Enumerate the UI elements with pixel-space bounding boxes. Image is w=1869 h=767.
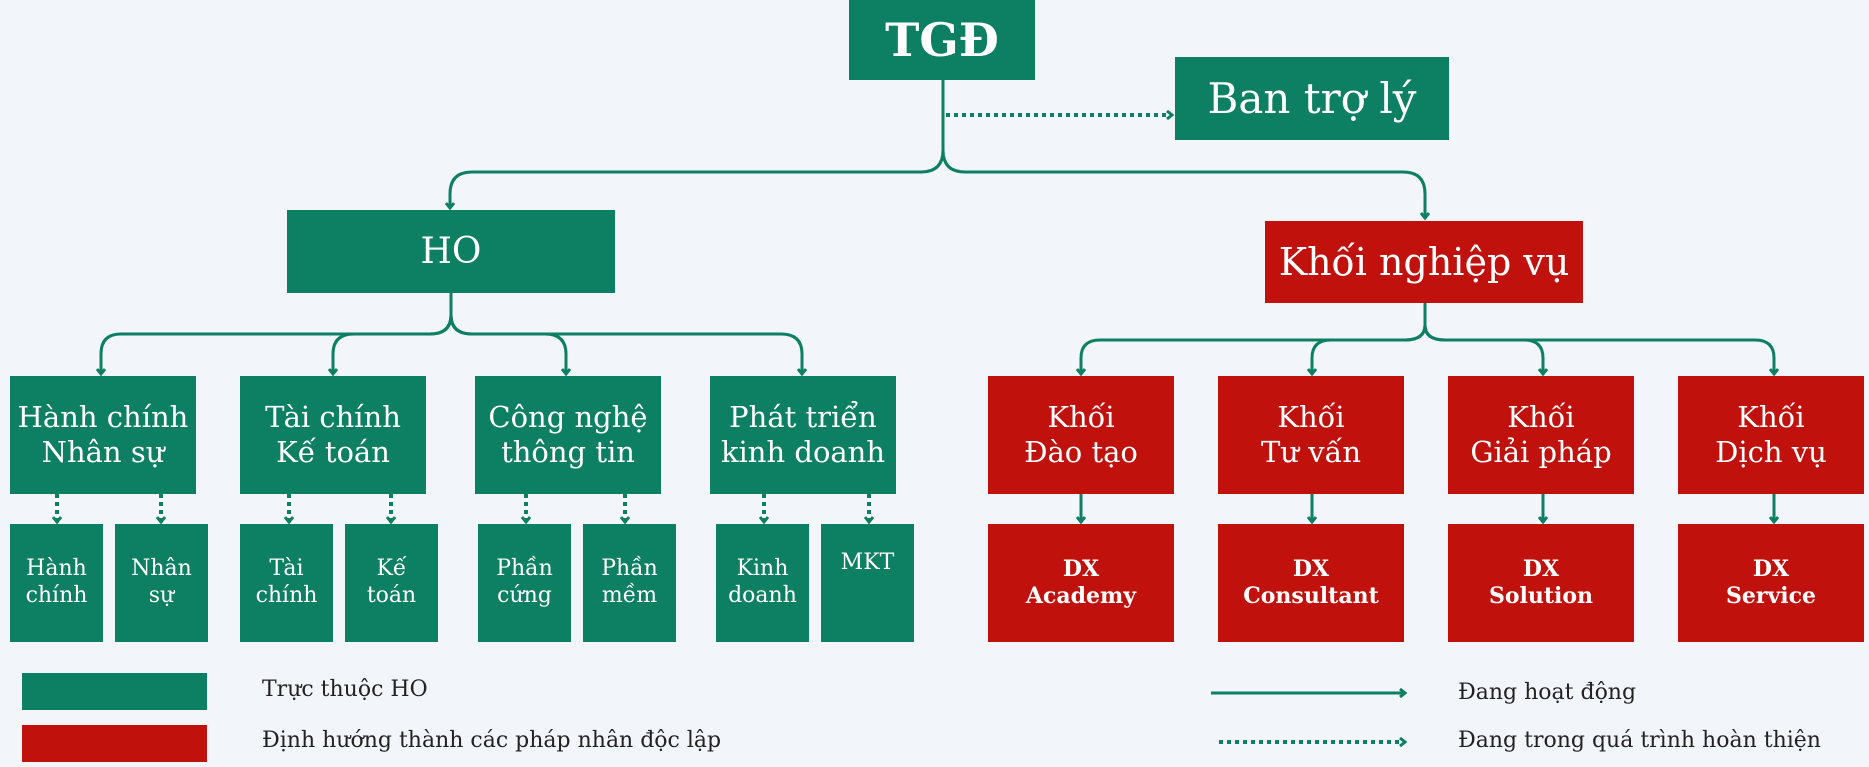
ho-branch-4 <box>449 314 802 374</box>
ho-node: HO <box>287 210 615 293</box>
ho-unit-admin-hr: Hành chính Nhân sự <box>10 376 196 494</box>
ho-sub-software: Phần mềm <box>583 524 676 642</box>
biz-unit-consulting: Khối Tư vấn <box>1218 376 1404 494</box>
dx-consultant: DX Consultant <box>1218 524 1404 642</box>
ho-unit-finance: Tài chính Kế toán <box>240 376 426 494</box>
biz-branch-4 <box>1423 324 1774 374</box>
ho-unit-bizdev: Phát triển kinh doanh <box>710 376 896 494</box>
legend-red-label: Định hướng thành các pháp nhân độc lập <box>262 728 722 753</box>
ho-sub-admin: Hành chính <box>10 524 103 642</box>
biz-unit-solution: Khối Giải pháp <box>1448 376 1634 494</box>
ho-sub-hardware: Phần cứng <box>478 524 571 642</box>
tgd-trunk-line <box>450 80 945 208</box>
ho-sub-sales: Kinh doanh <box>716 524 809 642</box>
dx-solution: DX Solution <box>1448 524 1634 642</box>
business-node: Khối nghiệp vụ <box>1265 221 1583 303</box>
legend-red-swatch <box>22 725 207 762</box>
biz-branch-3 <box>1423 324 1543 374</box>
dx-service: DX Service <box>1678 524 1864 642</box>
ho-branch-2 <box>333 314 453 374</box>
tgd-node: TGĐ <box>849 0 1035 80</box>
ho-sub-finance: Tài chính <box>240 524 333 642</box>
tgd-right-line <box>941 149 1425 218</box>
ho-branch-3 <box>449 314 566 374</box>
ho-sub-hr: Nhân sự <box>115 524 208 642</box>
ho-sub-mkt: MKT <box>821 524 914 642</box>
assistant-node: Ban trợ lý <box>1175 57 1449 140</box>
legend-solid-label: Đang hoạt động <box>1458 680 1637 705</box>
legend-green-swatch <box>22 673 207 710</box>
biz-unit-service: Khối Dịch vụ <box>1678 376 1864 494</box>
ho-sub-accounting: Kế toán <box>345 524 438 642</box>
biz-branch-2 <box>1312 324 1427 374</box>
dx-academy: DX Academy <box>988 524 1174 642</box>
ho-unit-it: Công nghệ thông tin <box>475 376 661 494</box>
legend-green-label: Trực thuộc HO <box>262 677 428 702</box>
legend-dotted-label: Đang trong quá trình hoàn thiện <box>1458 728 1821 753</box>
biz-unit-training: Khối Đào tạo <box>988 376 1174 494</box>
